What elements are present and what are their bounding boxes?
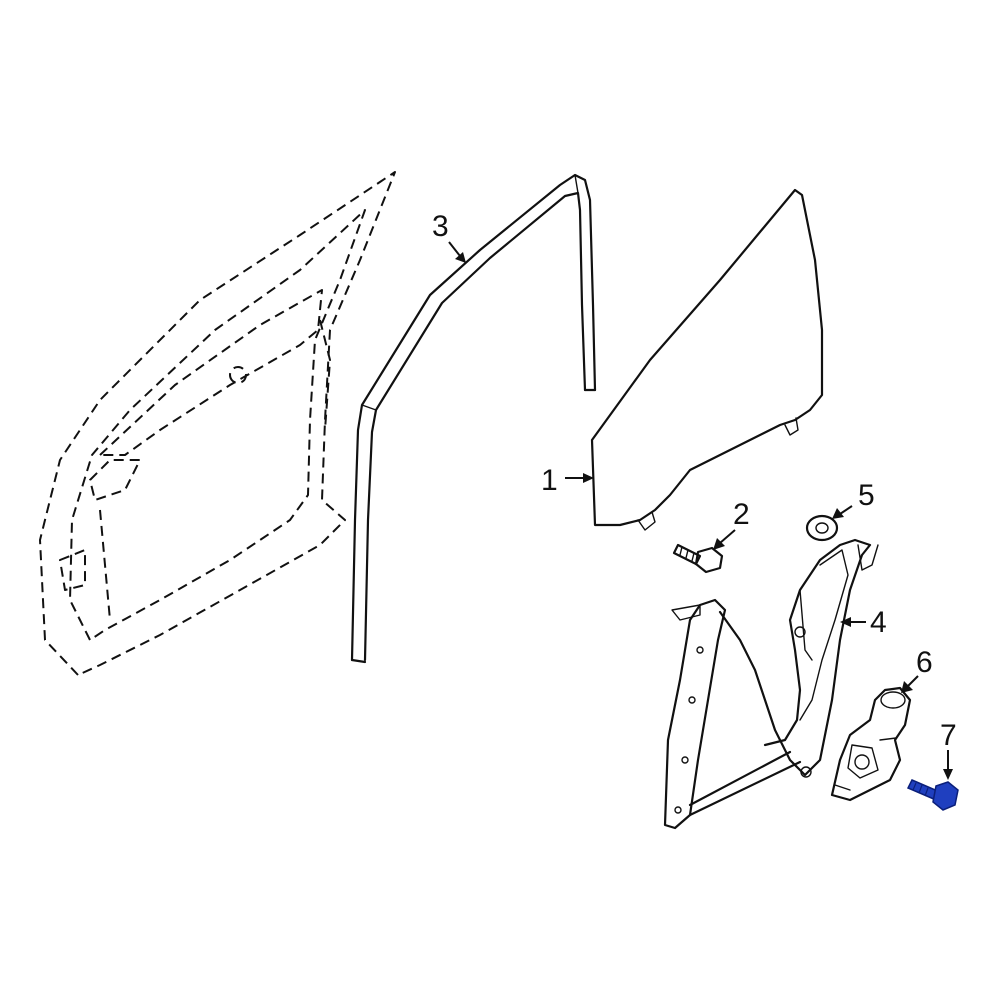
callout-numbers: 1 2 3 4 5 6 7 bbox=[432, 210, 957, 752]
callout-5: 5 bbox=[858, 479, 875, 512]
part-2-bolt bbox=[672, 543, 724, 574]
part-1-door-glass bbox=[590, 188, 824, 531]
callout-2-leader bbox=[719, 529, 736, 544]
door-frame-outline bbox=[39, 171, 396, 676]
callout-5-leader bbox=[839, 505, 853, 515]
callout-2: 2 bbox=[733, 498, 750, 531]
part-7-bolt-highlighted bbox=[906, 779, 959, 811]
callout-4: 4 bbox=[870, 606, 887, 639]
callout-1: 1 bbox=[541, 464, 558, 497]
part-3-run-channel bbox=[350, 173, 597, 664]
part-4-window-regulator bbox=[663, 538, 879, 830]
callout-6-leader bbox=[907, 675, 919, 687]
part-5-grommet bbox=[805, 514, 839, 542]
callout-arrows bbox=[448, 241, 953, 780]
callout-6: 6 bbox=[916, 646, 933, 679]
callout-3: 3 bbox=[432, 210, 449, 243]
part-6-regulator-motor bbox=[830, 686, 912, 802]
callout-3-leader bbox=[448, 241, 461, 257]
callout-7: 7 bbox=[940, 719, 957, 752]
